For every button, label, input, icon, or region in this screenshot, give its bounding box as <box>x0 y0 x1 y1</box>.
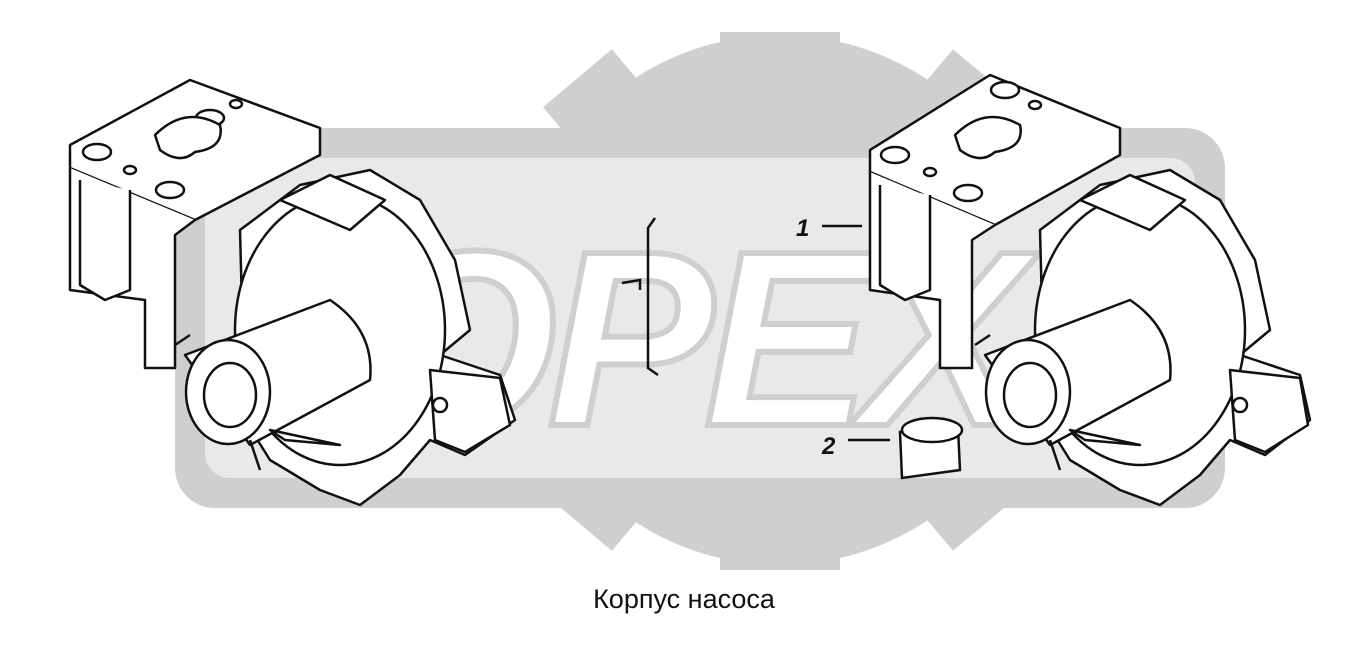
figure-caption: Корпус насоса <box>593 584 775 614</box>
callout-1: 1 <box>796 215 862 242</box>
centre-mark <box>621 217 659 377</box>
pump-housing-left <box>68 78 517 507</box>
callout-2-label: 2 <box>821 433 836 460</box>
callout-2: 2 <box>821 433 890 460</box>
callout-1-label: 1 <box>796 215 809 242</box>
bushing <box>898 416 964 480</box>
pump-housing-right <box>868 73 1312 507</box>
